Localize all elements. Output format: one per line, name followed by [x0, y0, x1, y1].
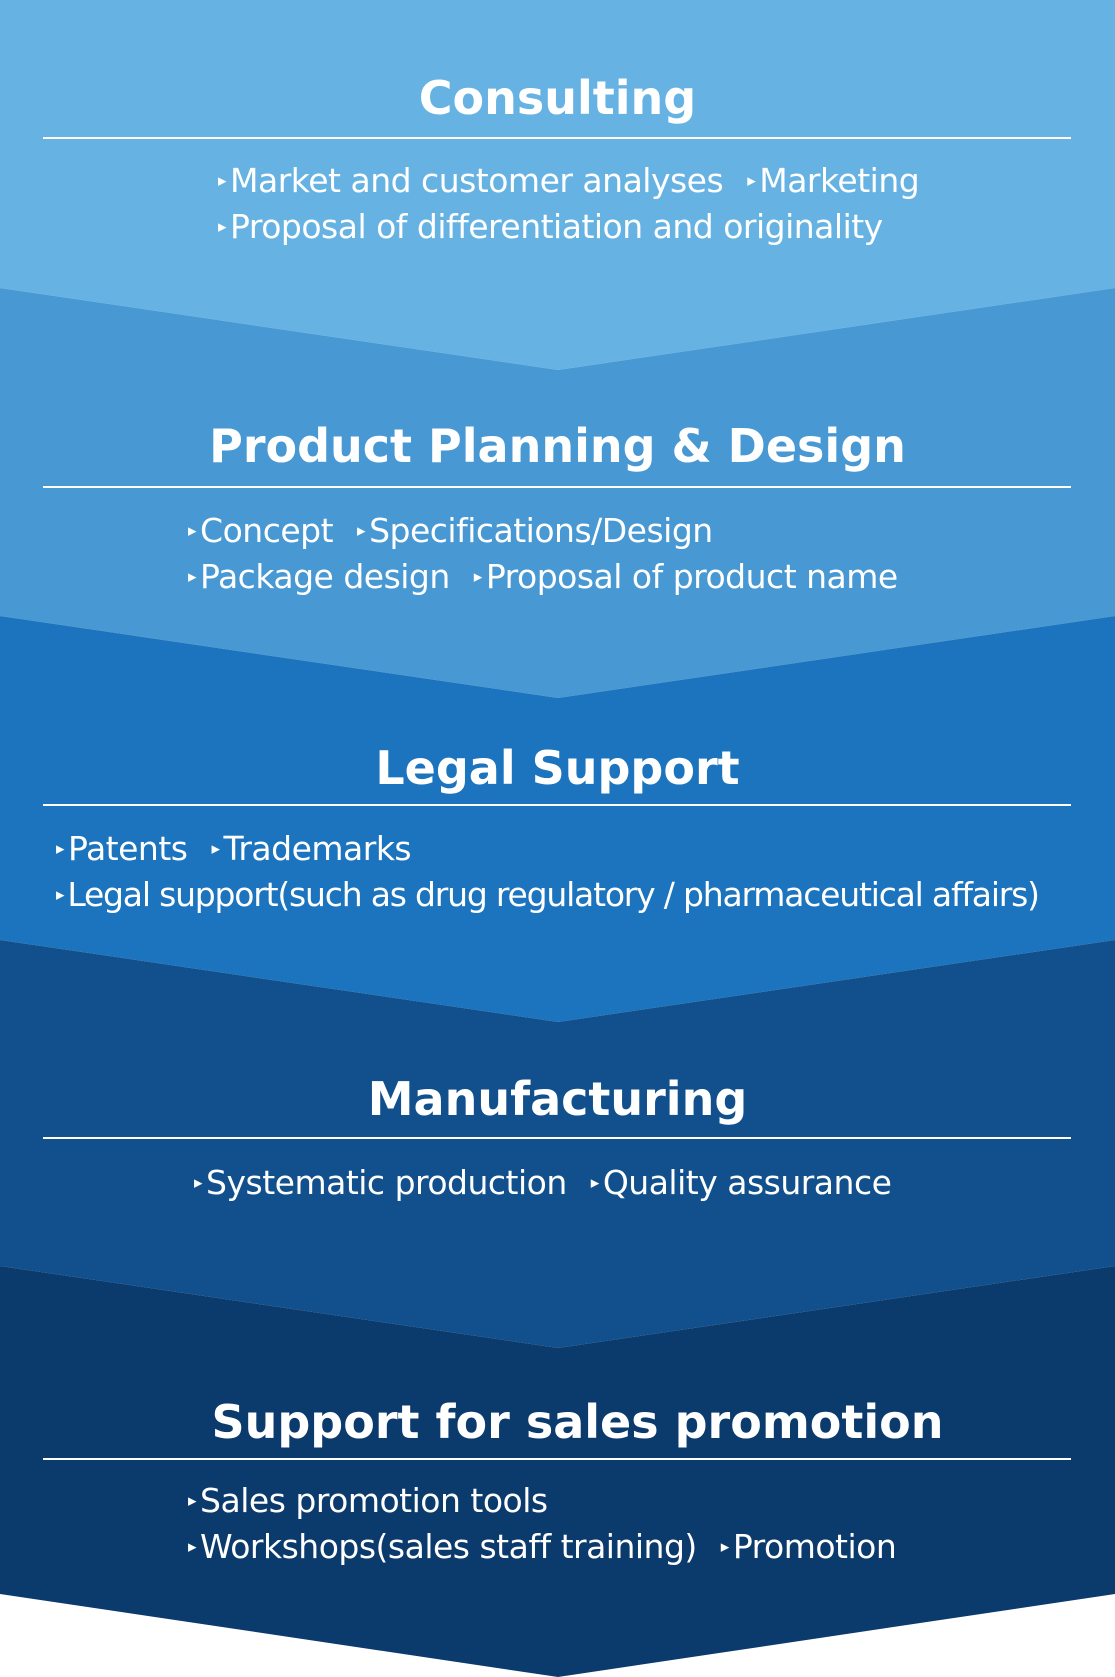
section-divider [43, 137, 1071, 139]
section-title: Consulting [418, 71, 697, 125]
item-label: Workshops(sales staff training) [200, 1527, 697, 1566]
item-label: Marketing [759, 161, 920, 200]
item-line: ▸Workshops(sales staff training) ▸Promot… [188, 1524, 910, 1570]
item-label: Market and customer analyses [230, 161, 724, 200]
item-label: Promotion [732, 1527, 897, 1566]
bullet-triangle-icon: ▸ [194, 1173, 203, 1193]
list-item: ▸Legal support(such as drug regulatory /… [56, 872, 1040, 918]
list-item: ▸Concept [188, 508, 334, 554]
item-line: ▸Patents ▸Trademarks [56, 826, 1053, 872]
item-label: Patents [68, 829, 188, 868]
item-line: ▸Systematic production ▸Quality assuranc… [194, 1160, 905, 1206]
bullet-triangle-icon: ▸ [473, 567, 483, 587]
item-label: Sales promotion tools [200, 1481, 548, 1520]
item-line: ▸Concept ▸Specifications/Design [188, 508, 912, 554]
list-item: ▸Promotion [720, 1524, 897, 1570]
chevron-band-manufacturing [0, 940, 1115, 1348]
bullet-triangle-icon: ▸ [188, 1537, 197, 1557]
item-label: Package design [200, 557, 450, 596]
section-title: Support for sales promotion [211, 1395, 944, 1449]
bullet-triangle-icon: ▸ [188, 521, 197, 541]
items-block: ▸Concept ▸Specifications/Design ▸Package… [188, 508, 912, 600]
list-item: ▸Patents [56, 826, 188, 872]
bullet-triangle-icon: ▸ [218, 217, 227, 237]
section-title: Product Planning & Design [209, 419, 906, 473]
chevron-band-sales [0, 1266, 1115, 1677]
bullet-triangle-icon: ▸ [590, 1173, 600, 1193]
list-item: ▸Quality assurance [591, 1160, 892, 1206]
item-label: Proposal of product name [485, 557, 898, 596]
item-label: Systematic production [206, 1163, 567, 1202]
section-divider [43, 486, 1071, 488]
list-item: ▸Sales promotion tools [188, 1478, 548, 1524]
section-divider [43, 1458, 1071, 1460]
items-block: ▸Sales promotion tools ▸Workshops(sales … [188, 1478, 910, 1570]
bullet-triangle-icon: ▸ [188, 567, 197, 587]
list-item: ▸Marketing [747, 158, 920, 204]
bullet-triangle-icon: ▸ [56, 839, 65, 859]
list-item: ▸Systematic production [194, 1160, 567, 1206]
list-item: ▸Package design [188, 554, 450, 600]
chevron-band-legal [0, 616, 1115, 1022]
item-line: ▸Sales promotion tools [188, 1478, 910, 1524]
list-item: ▸Proposal of product name [474, 554, 898, 600]
section-divider [43, 804, 1071, 806]
item-label: Concept [200, 511, 334, 550]
item-line: ▸Proposal of differentiation and origina… [218, 204, 933, 250]
bullet-triangle-icon: ▸ [211, 839, 220, 859]
item-label: Trademarks [223, 829, 412, 868]
list-item: ▸Trademarks [211, 826, 411, 872]
list-item: ▸Proposal of differentiation and origina… [218, 204, 883, 250]
list-item: ▸Market and customer analyses [218, 158, 724, 204]
section-divider [43, 1137, 1071, 1139]
bullet-triangle-icon: ▸ [56, 885, 65, 905]
section-title: Legal Support [375, 741, 740, 795]
section-title: Manufacturing [367, 1072, 748, 1126]
bullet-triangle-icon: ▸ [357, 521, 366, 541]
bullet-triangle-icon: ▸ [747, 171, 756, 191]
list-item: ▸Workshops(sales staff training) [188, 1524, 697, 1570]
bullet-triangle-icon: ▸ [218, 171, 227, 191]
bullet-triangle-icon: ▸ [720, 1537, 730, 1557]
items-block: ▸Patents ▸Trademarks ▸Legal support(such… [56, 826, 1053, 918]
list-item: ▸Specifications/Design [357, 508, 713, 554]
chevron-band-consulting [0, 0, 1115, 370]
item-label: Quality assurance [602, 1163, 892, 1202]
item-line: ▸Market and customer analyses ▸Marketing [218, 158, 933, 204]
item-label: Legal support(such as drug regulatory / … [67, 875, 1040, 914]
items-block: ▸Systematic production ▸Quality assuranc… [194, 1160, 905, 1206]
item-label: Proposal of differentiation and original… [230, 207, 883, 246]
bullet-triangle-icon: ▸ [188, 1491, 197, 1511]
item-line: ▸Package design ▸Proposal of product nam… [188, 554, 912, 600]
chevron-band-planning [0, 288, 1115, 698]
item-label: Specifications/Design [369, 511, 713, 550]
item-line: ▸Legal support(such as drug regulatory /… [56, 872, 1053, 918]
items-block: ▸Market and customer analyses ▸Marketing… [218, 158, 933, 250]
